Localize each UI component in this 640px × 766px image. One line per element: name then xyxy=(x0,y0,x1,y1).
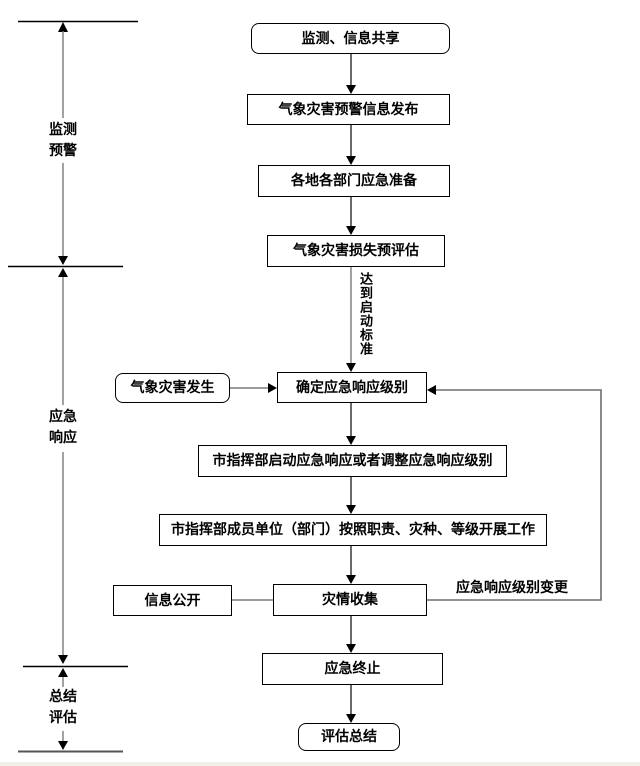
phase-label-line: 总结 xyxy=(49,689,77,705)
edge-level-change-feedback xyxy=(427,385,602,601)
phase-label-summary-evaluation: 总结 评估 xyxy=(41,687,85,729)
phase-label-line: 评估 xyxy=(49,710,77,726)
node-loss-pre-assessment: 气象灾害损失预评估 xyxy=(267,235,445,267)
node-emergency-termination: 应急终止 xyxy=(262,653,443,685)
node-start-or-adjust-response: 市指挥部启动应急响应或者调整应急响应级别 xyxy=(198,445,507,477)
node-emergency-preparation: 各地各部门应急准备 xyxy=(258,165,450,197)
phase-label-emergency-response: 应急 响应 xyxy=(41,407,85,449)
node-determine-response-level: 确定应急响应级别 xyxy=(277,372,427,403)
phase-label-line: 响应 xyxy=(49,430,77,446)
edge-disaster-occurs-to-determine-level xyxy=(230,383,277,393)
page-bottom-edge xyxy=(0,762,640,766)
node-monitor-info-share: 监测、信息共享 xyxy=(251,23,450,54)
node-disaster-info-collection: 灾情收集 xyxy=(273,584,427,616)
phase-label-line: 应急 xyxy=(49,409,77,425)
phase-label-line: 预警 xyxy=(49,143,77,159)
phase-label-monitoring-warning: 监测 预警 xyxy=(41,120,85,162)
node-evaluation-summary: 评估总结 xyxy=(298,723,400,751)
node-information-disclosure: 信息公开 xyxy=(113,585,232,616)
phase-axis xyxy=(8,20,138,753)
node-members-carry-out-work: 市指挥部成员单位（部门）按照职责、灾种、等级开展工作 xyxy=(159,514,547,546)
edge-label-reach-criteria: 达到启动标准 xyxy=(357,272,372,356)
phase-label-line: 监测 xyxy=(49,122,77,138)
edge-label-level-change: 应急响应级别变更 xyxy=(456,580,568,596)
node-disaster-occurs: 气象灾害发生 xyxy=(115,373,230,403)
flow-arrows xyxy=(346,54,356,723)
node-warning-info-release: 气象灾害预警信息发布 xyxy=(247,94,450,125)
